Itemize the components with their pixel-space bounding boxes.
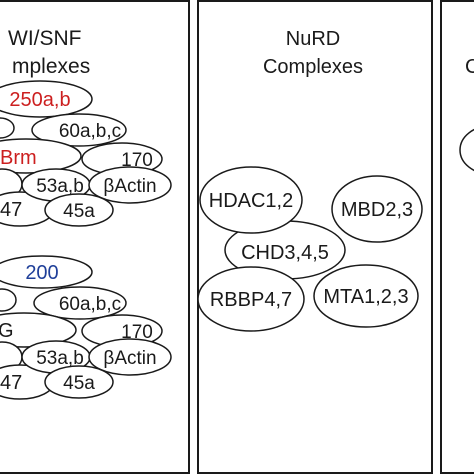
subunit-mbd23-oval (331, 175, 423, 243)
subunit-200-oval (0, 255, 93, 289)
panel-left-title-line2: mplexes (12, 55, 90, 78)
subunit-rbbp47-oval (197, 266, 305, 332)
panel-right-title-fragment: C (465, 56, 474, 78)
subunit-small-oval-bottom (0, 288, 17, 312)
subunit-45a-oval-bottom (44, 365, 114, 399)
subunit-brm-oval (0, 138, 82, 174)
subunit-brm-label: Brm (0, 147, 37, 169)
subunit-mbd23-label: MBD2,3 (341, 199, 413, 221)
panel-right: C (459, 56, 474, 172)
subunit-hdac12-label: HDAC1,2 (209, 190, 293, 212)
panel-middle-title-line1: NuRD (286, 28, 340, 50)
subunit-170-label-bottom: 170 (121, 322, 153, 343)
subunit-47-label-bottom: 47 (0, 372, 22, 394)
panel-left-title-line1: WI/SNF (8, 27, 82, 50)
panel-middle: NuRD Complexes CHD3,4,5 HDAC1,2 MBD2,3 R… (197, 28, 423, 332)
swisnf-group-top: 250a,b 60a,b,c 170 Brm 47 53a,b βActin 4… (0, 80, 172, 227)
subunit-rbbp47-label: RBBP4,7 (210, 289, 292, 311)
subunit-g-oval (0, 312, 77, 348)
subunit-250ab-label: 250a,b (9, 89, 70, 111)
subunit-47-label: 47 (0, 199, 22, 221)
subunit-hdac12-oval (199, 166, 303, 234)
subunit-250ab-oval (0, 80, 93, 118)
subunit-g-label: G (0, 320, 14, 342)
subunit-45a-label: 45a (63, 201, 95, 222)
subunit-60abc-oval (31, 113, 127, 147)
swisnf-group-bottom: 200 60a,b,c 170 G 47 53a,b βActin 45a (0, 255, 172, 400)
subunit-60abc-oval-bottom (33, 286, 127, 320)
subunit-170-label: 170 (121, 150, 153, 171)
subunit-53ab-label-bottom: 53a,b (36, 348, 84, 369)
subunit-60abc-label-bottom: 60a,b,c (59, 294, 121, 315)
panel-left-frame (0, 0, 190, 474)
subunit-45a-oval (44, 193, 114, 227)
subunit-small-oval (0, 117, 15, 139)
subunit-60abc-label: 60a,b,c (59, 121, 121, 142)
subunit-chd345-label: CHD3,4,5 (241, 242, 329, 264)
panel-left: WI/SNF mplexes 250a,b 60a,b,c 170 Brm 47… (0, 27, 172, 400)
panel-middle-frame (197, 0, 433, 474)
subunit-beta-actin-oval-bottom (88, 338, 172, 376)
subunit-45a-label-bottom: 45a (63, 373, 95, 394)
subunit-beta-actin-label: βActin (103, 176, 156, 197)
subunit-mta123-oval (313, 264, 419, 328)
panel-middle-title-line2: Complexes (263, 56, 363, 78)
panel-right-partial-oval (459, 128, 474, 172)
subunit-53ab-label: 53a,b (36, 176, 84, 197)
subunit-200-label: 200 (25, 262, 58, 284)
panel-right-frame (440, 0, 474, 474)
subunit-beta-actin-label-bottom: βActin (103, 348, 156, 369)
subunit-mta123-label: MTA1,2,3 (323, 286, 408, 308)
subunit-beta-actin-oval (88, 166, 172, 204)
